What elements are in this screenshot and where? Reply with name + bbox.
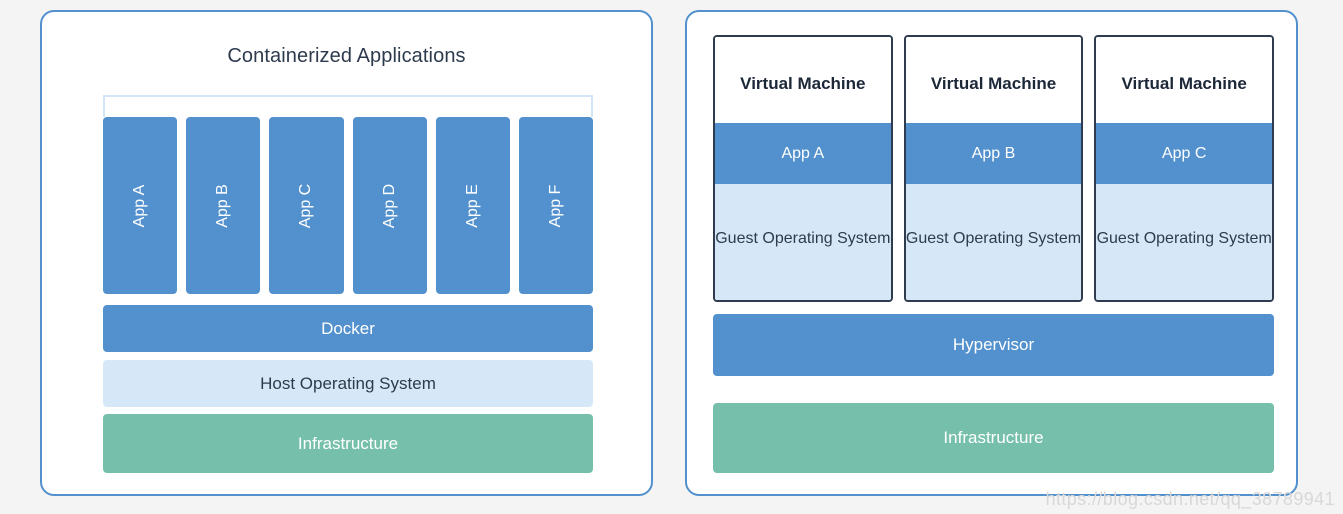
virtual-machine-box: Virtual Machine App B Guest Operating Sy… xyxy=(903,35,1084,302)
app-column: App C xyxy=(269,117,344,294)
virtual-machine-box: Virtual Machine App A Guest Operating Sy… xyxy=(713,35,893,302)
app-column: App B xyxy=(186,117,261,294)
containerized-applications-panel: Containerized Applications App A App B A… xyxy=(40,10,653,496)
hypervisor-layer: Hypervisor xyxy=(713,314,1274,376)
virtual-machine-title: Virtual Machine xyxy=(1096,37,1273,123)
docker-layer: Docker xyxy=(103,305,593,352)
app-column: App F xyxy=(518,117,594,294)
host-operating-system-layer: Host Operating System xyxy=(103,360,593,407)
virtual-machine-app: App C xyxy=(1096,123,1273,184)
watermark: https://blog.csdn.net/qq_38789941 xyxy=(1045,489,1335,509)
app-columns: App A App B App C App D App E App F xyxy=(103,117,594,294)
virtual-machine-box: Virtual Machine App C Guest Operating Sy… xyxy=(1094,35,1275,302)
app-column: App E xyxy=(435,117,510,294)
app-column-label: App B xyxy=(214,183,232,228)
page-title: Containerized Applications xyxy=(227,45,466,67)
guest-operating-system: Guest Operating System xyxy=(905,184,1082,300)
app-column: App A xyxy=(103,117,178,294)
app-column-label: App C xyxy=(297,183,315,228)
virtual-machine-title: Virtual Machine xyxy=(715,37,891,123)
app-column-label: App E xyxy=(463,183,481,228)
virtual-machine-boxes: Virtual Machine App A Guest Operating Sy… xyxy=(713,35,1275,302)
infrastructure-layer: Infrastructure xyxy=(103,414,593,473)
app-column-label: App F xyxy=(546,184,564,227)
app-column: App D xyxy=(352,117,427,294)
infrastructure-layer: Infrastructure xyxy=(713,403,1274,473)
app-column-label: App D xyxy=(380,183,398,228)
app-column-label: App A xyxy=(131,184,149,227)
virtual-machine-title: Virtual Machine xyxy=(905,37,1082,123)
virtual-machines-panel: Virtual Machine App A Guest Operating Sy… xyxy=(685,10,1298,496)
virtual-machine-app: App A xyxy=(715,123,891,184)
guest-operating-system: Guest Operating System xyxy=(1096,184,1273,300)
virtual-machine-app: App B xyxy=(905,123,1082,184)
guest-operating-system: Guest Operating System xyxy=(715,184,891,300)
app-group-bracket xyxy=(103,95,593,117)
